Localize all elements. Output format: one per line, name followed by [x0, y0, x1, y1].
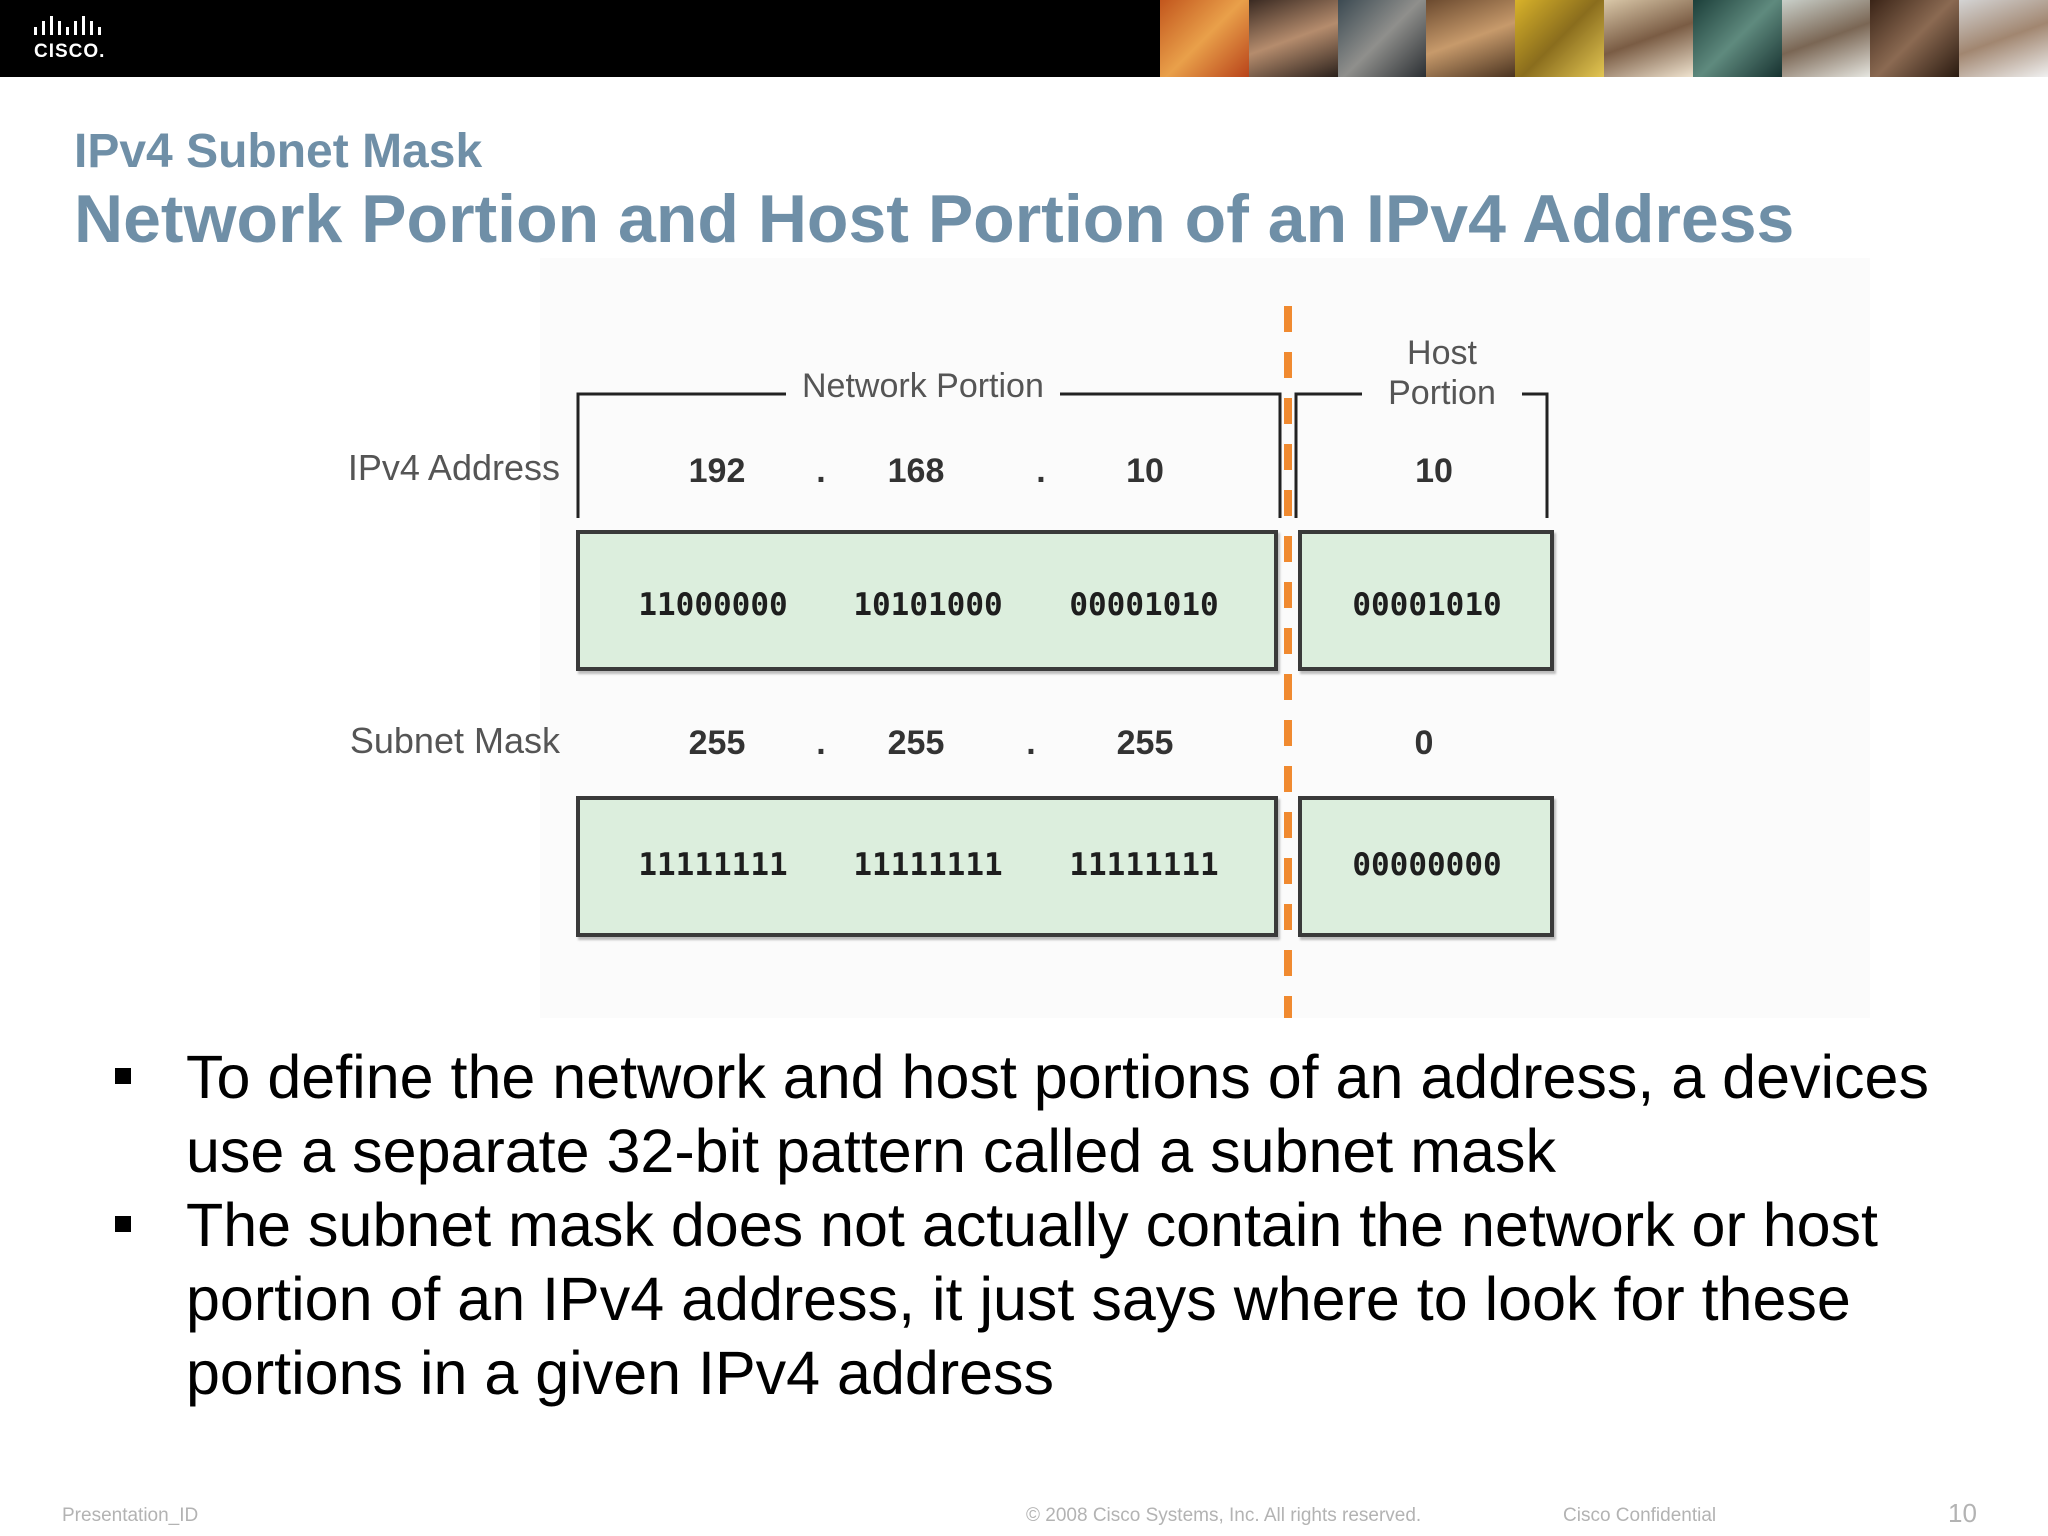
network-portion-label: Network Portion: [786, 367, 1060, 406]
footer-confidential: Cisco Confidential: [1563, 1505, 1717, 1526]
header-bar: CISCO.: [0, 0, 2048, 77]
ipv4-binary-octet: 10101000: [853, 587, 1003, 623]
header-photo: [1603, 0, 1693, 77]
header-photo: [1337, 0, 1427, 77]
footer-page-number: 10: [1948, 1498, 1977, 1528]
mask-decimal-octet: 255: [887, 724, 945, 762]
cisco-logo: CISCO.: [32, 14, 122, 64]
ipv4-decimal-octet: 192: [688, 452, 746, 490]
bullet-text: To define the network and host portions …: [186, 1043, 1929, 1185]
header-photo: [1692, 0, 1782, 77]
header-photo: [1781, 0, 1871, 77]
cisco-bars-icon: [34, 16, 101, 35]
host-portion-label-text: Host Portion: [1388, 334, 1496, 412]
ipv4-binary-octet: 00001010: [1352, 587, 1502, 623]
ipv4-binary-octet: 11000000: [638, 587, 788, 623]
slide-title: Network Portion and Host Portion of an I…: [74, 181, 1795, 257]
ipv4-host-binary-box: [1298, 530, 1554, 671]
mask-host-binary-box: [1298, 796, 1554, 937]
bullet-item: The subnet mask does not actually contai…: [112, 1188, 1992, 1410]
ipv4-network-binary-box: [576, 530, 1278, 671]
ipv4-decimal-octet: 10: [1126, 452, 1164, 490]
decimal-dot: .: [1036, 452, 1046, 490]
mask-binary-octet: 00000000: [1352, 847, 1502, 883]
ipv4-decimal-octet: 10: [1415, 452, 1453, 490]
decimal-dot: .: [816, 724, 826, 762]
header-photo: [1248, 0, 1338, 77]
header-photo: [1870, 0, 1960, 77]
mask-decimal-octet: 255: [688, 724, 746, 762]
ipv4-decimal-octet: 168: [887, 452, 945, 490]
ipv4-binary-octet: 00001010: [1069, 587, 1219, 623]
row-label-subnet-mask: Subnet Mask: [349, 720, 560, 761]
footer-copyright: © 2008 Cisco Systems, Inc. All rights re…: [1026, 1505, 1422, 1526]
header-photo: [1160, 0, 1249, 77]
mask-binary-octet: 11111111: [1069, 847, 1219, 883]
bullet-square-icon: [115, 1216, 131, 1232]
header-photo: [1959, 0, 2048, 77]
mask-decimal-octet: 255: [1116, 724, 1174, 762]
decimal-dot: .: [816, 452, 826, 490]
host-portion-label: Host Portion: [1362, 333, 1522, 413]
bullet-text: The subnet mask does not actually contai…: [186, 1191, 1879, 1407]
slide-subtitle: IPv4 Subnet Mask: [74, 125, 483, 178]
decimal-dot: .: [1026, 724, 1036, 762]
bullet-list: To define the network and host portions …: [112, 1040, 1992, 1410]
mask-network-binary-box: [576, 796, 1278, 937]
footer-presentation-id: Presentation_ID: [62, 1505, 199, 1526]
bullet-square-icon: [115, 1068, 131, 1084]
header-photo: [1515, 0, 1604, 77]
logo-wordmark: CISCO.: [34, 41, 106, 62]
mask-binary-octet: 11111111: [638, 847, 788, 883]
bullet-item: To define the network and host portions …: [112, 1040, 1992, 1188]
header-photo: [1426, 0, 1516, 77]
header-photo-strip: [1160, 0, 2048, 77]
row-label-ipv4-address: IPv4 Address: [347, 447, 560, 488]
mask-decimal-octet: 0: [1414, 724, 1434, 762]
mask-binary-octet: 11111111: [853, 847, 1003, 883]
